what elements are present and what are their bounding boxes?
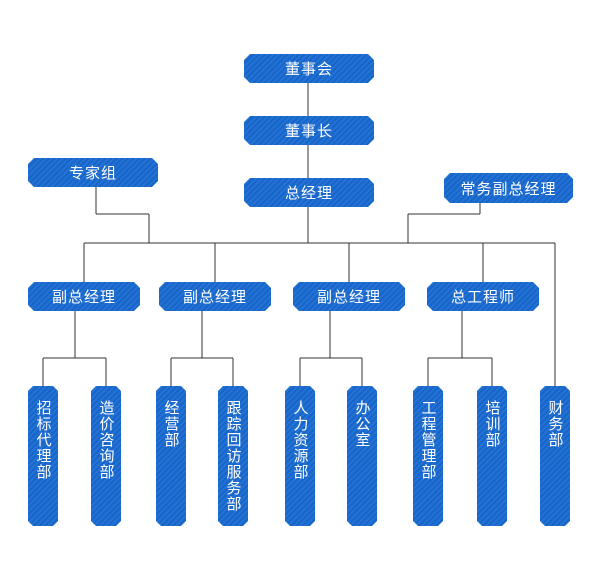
node-vp3-label: 副总经理: [316, 288, 381, 306]
node-board-label: 董事会: [284, 60, 333, 78]
node-cost-consult: 造价咨询部: [91, 386, 121, 526]
node-chief-engineer: 总工程师: [427, 282, 539, 311]
node-vp3: 副总经理: [293, 282, 405, 311]
node-training: 培训部: [477, 386, 507, 526]
node-business: 经营部: [156, 386, 186, 526]
node-finance: 财务部: [540, 386, 570, 526]
node-cost-consult-label: 造价咨询部: [97, 400, 116, 480]
node-exec-vp-label: 常务副总经理: [460, 179, 557, 198]
node-vp1: 副总经理: [28, 282, 140, 311]
node-gm: 总经理: [244, 178, 374, 207]
node-board: 董事会: [244, 54, 374, 83]
node-chairman: 董事长: [244, 116, 374, 145]
node-finance-label: 财务部: [546, 400, 565, 448]
node-followup: 跟踪回访服务部: [218, 386, 248, 526]
node-followup-label: 跟踪回访服务部: [224, 400, 243, 512]
node-hr-label: 人力资源部: [291, 400, 310, 480]
node-business-label: 经营部: [162, 400, 181, 448]
node-bidding-label: 招标代理部: [34, 400, 53, 480]
node-experts-label: 专家组: [68, 164, 117, 182]
node-office-label: 办公室: [353, 400, 372, 448]
node-bidding: 招标代理部: [28, 386, 58, 526]
node-engineering-label: 工程管理部: [419, 400, 438, 480]
node-exec-vp: 常务副总经理: [444, 173, 573, 203]
node-training-label: 培训部: [483, 400, 502, 448]
node-gm-label: 总经理: [284, 184, 333, 202]
node-chief-engineer-label: 总工程师: [450, 288, 515, 306]
node-engineering: 工程管理部: [413, 386, 443, 526]
node-vp2-label: 副总经理: [182, 288, 247, 306]
node-vp2: 副总经理: [159, 282, 271, 311]
node-hr: 人力资源部: [285, 386, 315, 526]
node-chairman-label: 董事长: [284, 122, 333, 140]
node-experts: 专家组: [28, 158, 158, 187]
node-vp1-label: 副总经理: [51, 288, 116, 306]
node-office: 办公室: [347, 386, 377, 526]
